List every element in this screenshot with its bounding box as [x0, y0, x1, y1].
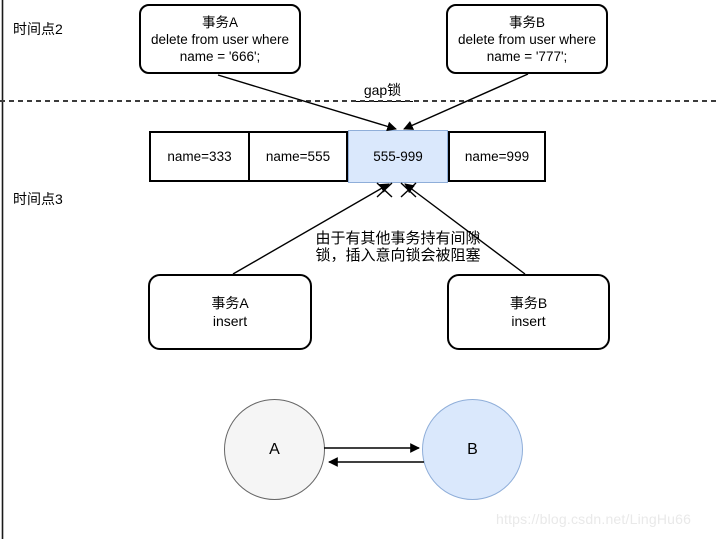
timeline-point-2-label: 时间点2 — [13, 21, 63, 37]
timeline-point-3-label: 时间点3 — [13, 191, 63, 207]
transaction-a-sql-line2: name = '666'; — [179, 48, 261, 64]
transaction-a-title: 事务A — [201, 14, 238, 30]
wait-graph-node-a: A — [224, 399, 325, 500]
transaction-b-sql-line1: delete from user where — [457, 31, 597, 47]
block-note: 由于有其他事务持有间隙 锁，插入意向锁会被阻塞 — [283, 230, 513, 264]
transaction-b-insert-action: insert — [511, 313, 546, 329]
arrow-b-delete-to-gap — [403, 73, 529, 130]
transaction-b-insert-title: 事务B — [509, 295, 548, 311]
blocked-x-mark-b — [400, 182, 417, 198]
block-note-line2: 锁，插入意向锁会被阻塞 — [315, 247, 481, 264]
index-record-row: name=333 name=555 name=999 — [149, 131, 546, 182]
transaction-a-insert-action: insert — [212, 313, 248, 329]
block-note-line1: 由于有其他事务持有间隙 — [315, 230, 481, 247]
transaction-a-delete-box: 事务A delete from user where name = '666'; — [139, 4, 301, 74]
transaction-b-title: 事务B — [508, 14, 545, 30]
record-cell-999: name=999 — [448, 133, 544, 180]
transaction-a-insert-box: 事务A insert — [148, 274, 312, 350]
transaction-a-insert-title: 事务A — [211, 295, 249, 311]
wait-graph-node-b: B — [422, 399, 523, 500]
blocked-x-mark-a — [376, 182, 393, 198]
wait-graph-node-a-label: A — [269, 440, 280, 458]
transaction-b-insert-box: 事务B insert — [447, 274, 610, 350]
gap-range-highlight-cell: 555-999 — [348, 130, 448, 183]
transaction-a-sql-line1: delete from user where — [150, 31, 290, 47]
wait-graph-node-b-label: B — [467, 440, 478, 458]
gap-lock-label: gap锁 — [352, 80, 413, 102]
record-cell-333: name=333 — [151, 133, 250, 180]
transaction-b-delete-box: 事务B delete from user where name = '777'; — [446, 4, 608, 74]
transaction-b-sql-line2: name = '777'; — [486, 48, 568, 64]
record-cell-555: name=555 — [250, 133, 348, 180]
watermark-url: https://blog.csdn.net/LingHu66 — [496, 511, 692, 527]
